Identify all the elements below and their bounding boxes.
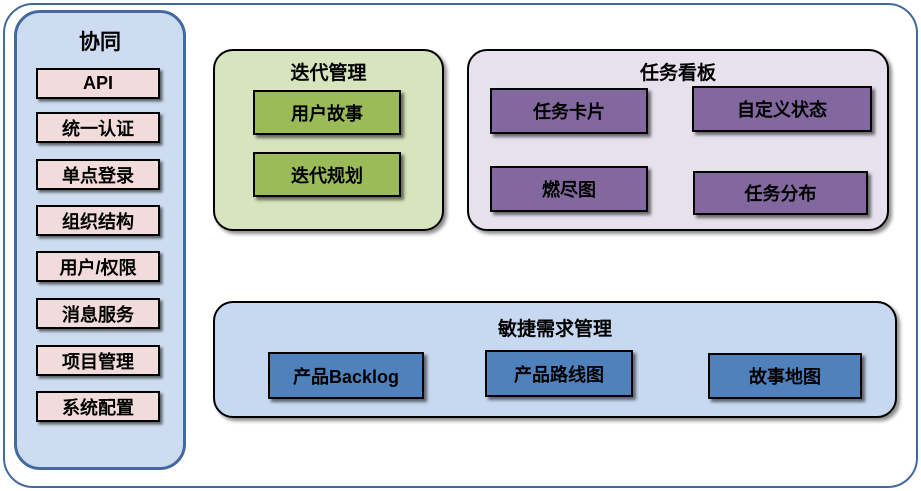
node-product-roadmap: 产品路线图 bbox=[485, 350, 633, 397]
sidebar-item-user-permissions: 用户/权限 bbox=[36, 251, 160, 282]
node-story-map: 故事地图 bbox=[708, 353, 862, 399]
sidebar-item-sso: 单点登录 bbox=[36, 159, 160, 190]
panel-agile-requirements: 敏捷需求管理 产品Backlog 产品路线图 故事地图 bbox=[213, 301, 897, 418]
node-iteration-planning: 迭代规划 bbox=[253, 152, 401, 197]
node-user-story: 用户故事 bbox=[253, 90, 401, 135]
sidebar-item-project-management: 项目管理 bbox=[36, 345, 160, 376]
sidebar-item-unified-auth: 统一认证 bbox=[36, 112, 160, 143]
panel-iteration-management: 迭代管理 用户故事 迭代规划 bbox=[213, 49, 444, 231]
node-burndown-chart: 燃尽图 bbox=[490, 166, 648, 212]
node-custom-status: 自定义状态 bbox=[692, 86, 872, 132]
sidebar-collaboration: 协同 API 统一认证 单点登录 组织结构 用户/权限 消息服务 项目管理 系统… bbox=[14, 10, 186, 470]
sidebar-item-org-structure: 组织结构 bbox=[36, 205, 160, 236]
sidebar-title: 协同 bbox=[79, 31, 121, 54]
panel-task-board: 任务看板 任务卡片 自定义状态 燃尽图 任务分布 bbox=[467, 49, 889, 231]
sidebar-item-message-service: 消息服务 bbox=[36, 298, 160, 329]
panel-kanban-title: 任务看板 bbox=[639, 63, 716, 84]
sidebar-item-system-config: 系统配置 bbox=[36, 391, 160, 422]
node-task-card: 任务卡片 bbox=[490, 88, 648, 134]
panel-requirements-title: 敏捷需求管理 bbox=[497, 319, 612, 340]
panel-iteration-title: 迭代管理 bbox=[290, 63, 367, 84]
sidebar-item-api: API bbox=[36, 68, 160, 99]
node-product-backlog: 产品Backlog bbox=[268, 352, 424, 399]
node-task-distribution: 任务分布 bbox=[693, 171, 868, 215]
